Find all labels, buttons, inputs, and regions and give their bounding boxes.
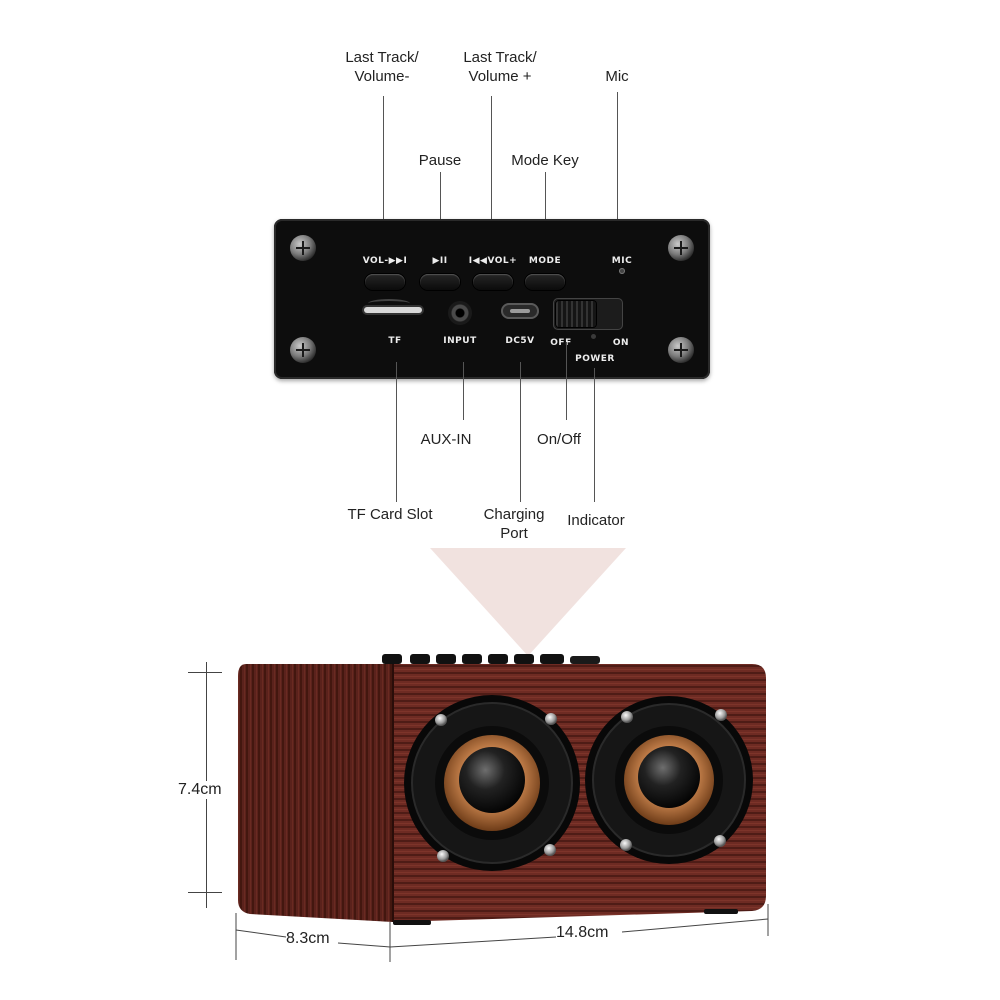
height-dimension-tick-bottom [188,892,222,893]
width-dimension-label: 14.8cm [556,924,609,942]
callout-aux-in: AUX-IN [420,431,472,448]
charging-port[interactable] [501,303,539,319]
callout-tf-card-slot: TF Card Slot [347,506,433,523]
leader-vol-minus [383,96,384,244]
callout-mode-key: Mode Key [511,152,579,169]
panel-label-play-pause: ▶II [432,256,448,266]
zoom-projection [430,548,626,656]
leader-pause [440,172,441,244]
panel-label-mic: MIC [611,256,633,266]
screw-icon [668,235,694,261]
bolt-icon [544,844,556,856]
callout-last-track-volume-plus-line2: Volume + [468,68,532,85]
mic-hole [619,268,625,274]
callout-charging-port-line2: Port [500,525,528,542]
panel-label-mode: MODE [528,256,562,266]
tf-card-slot[interactable] [364,299,422,313]
panel-label-off: OFF [550,338,572,348]
mode-button[interactable] [525,274,565,290]
panel-label-input: INPUT [443,336,477,346]
bolt-icon [437,850,449,862]
leader-mic [617,92,618,244]
vol-minus-button[interactable] [365,274,405,290]
vol-plus-button[interactable] [473,274,513,290]
callout-last-track-volume-plus-line1: Last Track/ [463,49,537,66]
callout-last-track-volume-minus: Last Track/ Volume- [332,48,432,86]
leader-aux [463,362,464,420]
right-speaker-driver [585,696,753,864]
depth-dimension-label: 8.3cm [286,930,330,948]
screw-icon [290,337,316,363]
leader-on-off [566,342,567,420]
callout-last-track-volume-plus: Last Track/ Volume + [448,48,552,86]
callout-pause: Pause [418,152,462,169]
callout-mic: Mic [605,68,629,85]
panel-label-vol-minus: VOL-▶▶I [362,256,408,266]
bolt-icon [435,714,447,726]
callout-charging-port-line1: Charging [483,506,545,523]
speaker-side-face [238,664,393,922]
height-dimension-label: 7.4cm [176,781,224,799]
bolt-icon [545,713,557,725]
leader-charging [520,362,521,502]
bolt-icon [620,839,632,851]
callout-indicator: Indicator [567,512,625,529]
speaker-top-buttons [382,654,600,664]
screw-icon [290,235,316,261]
callout-charging-port: Charging Port [474,505,554,543]
leader-tf [396,362,397,502]
panel-label-vol-plus: I◀◀VOL+ [468,256,518,266]
left-speaker-driver [404,695,580,871]
panel-label-dc5v: DC5V [505,336,535,346]
bolt-icon [715,709,727,721]
panel-label-power: POWER [575,354,615,364]
callout-on-off: On/Off [537,431,581,448]
leader-vol-plus [491,96,492,244]
screw-icon [668,337,694,363]
callout-last-track-volume-minus-line1: Last Track/ [345,49,419,66]
play-pause-button[interactable] [420,274,460,290]
height-dimension-tick-top [188,672,222,673]
power-indicator-led [591,334,596,339]
leader-mode [545,172,546,244]
panel-label-tf: TF [388,336,402,346]
power-switch-knob[interactable] [556,301,596,327]
bolt-icon [714,835,726,847]
leader-indicator [594,368,595,502]
control-panel: VOL-▶▶I ▶II I◀◀VOL+ MODE MIC TF INPUT DC… [274,219,710,379]
callout-last-track-volume-minus-line2: Volume- [354,68,410,85]
bolt-icon [621,711,633,723]
power-switch[interactable] [553,298,623,330]
aux-in-jack[interactable] [448,301,472,325]
panel-label-on: ON [612,338,630,348]
